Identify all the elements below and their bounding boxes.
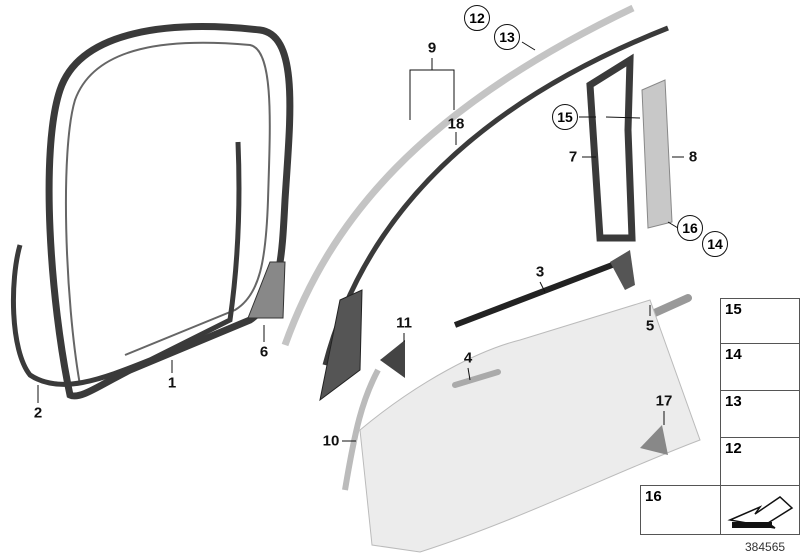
callout-2: 2 (33, 404, 43, 422)
trim-strip (281, 4, 635, 347)
legend-number: 15 (725, 301, 742, 318)
callout-7: 7 (568, 148, 578, 166)
callout-8: 8 (688, 148, 698, 166)
callout-18: 18 (447, 115, 465, 133)
callout-9: 9 (427, 39, 437, 57)
legend-cell-15: 15 (720, 298, 800, 344)
door-panel (359, 299, 701, 553)
part-11 (380, 340, 405, 378)
part-8 (641, 79, 673, 229)
legend-number: 14 (725, 346, 742, 363)
legend-cell-14: 14 (720, 343, 800, 391)
part-17 (640, 425, 668, 455)
callout-5: 5 (645, 317, 655, 335)
callout-17: 17 (655, 392, 673, 410)
part-10 (342, 368, 381, 491)
legend-cell-12: 12 (720, 437, 800, 486)
callout-6: 6 (259, 343, 269, 361)
part-4 (452, 369, 501, 388)
legend-cell-arrow (720, 485, 800, 535)
legend-cell-16: 16 (640, 485, 721, 535)
seal-2 (10, 141, 242, 387)
part-6 (247, 261, 286, 319)
legend-number: 12 (725, 440, 742, 457)
mirror-triangle (319, 289, 363, 402)
callout-4: 4 (463, 349, 473, 367)
diagram-id: 384565 (745, 540, 786, 554)
callout-11: 11 (396, 314, 412, 332)
legend-number: 16 (645, 488, 662, 505)
callout-3: 3 (535, 263, 545, 281)
callout-1: 1 (167, 374, 177, 392)
circled-callout-12: 12 (464, 5, 490, 31)
legend-number: 13 (725, 393, 742, 410)
part-7 (586, 53, 636, 242)
circled-callout-13: 13 (494, 24, 520, 50)
part-3 (453, 259, 622, 328)
circled-callout-16: 16 (677, 215, 703, 241)
legend-cell-13: 13 (720, 390, 800, 438)
circled-callout-14: 14 (702, 231, 728, 257)
arrow-icon (727, 496, 794, 529)
circled-callout-15: 15 (552, 104, 578, 130)
callout-10: 10 (322, 432, 340, 450)
